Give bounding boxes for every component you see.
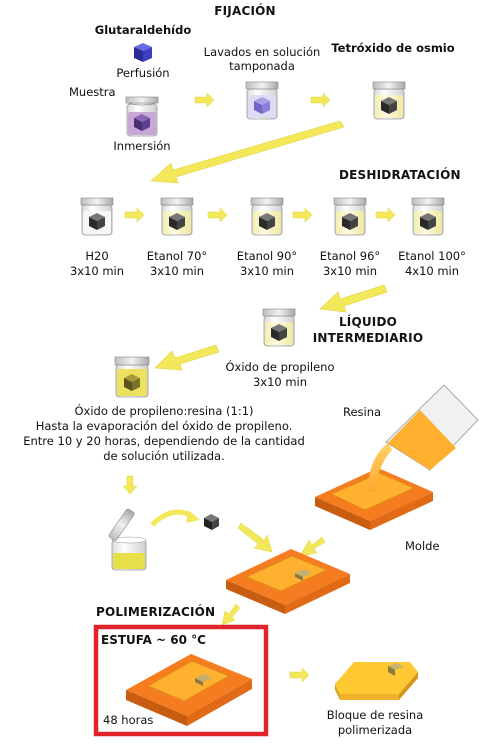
dehydration-step-label: Etanol 90° <box>236 249 298 263</box>
arrow-to-block <box>289 667 310 683</box>
dehydration-step-label: H20 <box>85 249 109 263</box>
jar-etanol-90-icon <box>250 197 284 236</box>
jar-etanol-96-icon <box>333 197 367 236</box>
result-line1: Bloque de resina <box>326 708 424 722</box>
label-lavados-line1: Lavados en solución <box>203 45 321 59</box>
arrow-to-oven <box>221 603 241 626</box>
propylene-oxide-jar-icon <box>262 308 296 347</box>
section-title-polimerizacion: POLIMERIZACIÓN <box>96 605 216 619</box>
oven-highlight-box <box>93 624 269 737</box>
immersion-jar-icon <box>125 96 159 137</box>
label-lavados-line2: tamponada <box>229 59 295 73</box>
oven-label: ESTUFA ~ 60 °C <box>101 633 206 647</box>
sample-block-icon <box>204 514 219 530</box>
dehydration-step-time: 4x10 min <box>404 264 460 278</box>
result-line2: polimerizada <box>337 723 413 737</box>
glutaraldehyde-cube-icon <box>134 43 152 62</box>
mixture-line2: Hasta la evaporación del óxido de propil… <box>35 419 293 433</box>
dehydration-step-label: Etanol 100° <box>398 249 466 263</box>
curved-arrow-to-sample <box>150 509 194 527</box>
arrow-dehyd-2 <box>207 207 228 223</box>
arrow-to-mixture <box>154 344 220 371</box>
dehydration-step-label: Etanol 70° <box>146 249 208 263</box>
intermediate-label: Óxido de propileno <box>225 360 335 374</box>
jar-etanol-100-icon <box>411 197 445 236</box>
mixture-line4: de solución utilizada. <box>103 449 225 463</box>
arrow-to-intermediate <box>319 284 388 313</box>
label-resina: Resina <box>343 405 382 419</box>
label-inmersion: Inmersión <box>113 139 171 153</box>
open-jar-evaporation-icon <box>108 508 147 571</box>
section-title-fijacion: FIJACIÓN <box>214 4 276 18</box>
curved-arrow-head <box>186 510 200 523</box>
arrow-dehyd-3 <box>292 207 313 223</box>
arrow-to-dehydration <box>150 120 345 184</box>
dehydration-jars <box>80 197 445 236</box>
label-glutaraldehido: Glutaraldehído <box>94 23 192 37</box>
dehydration-step-time: 3x10 min <box>69 264 125 278</box>
label-muestra: Muestra <box>69 85 116 99</box>
mixture-line1: Óxido de propileno:resina (1:1) <box>74 404 254 418</box>
mold-with-resin-lower <box>226 549 350 614</box>
label-molde: Molde <box>405 539 440 553</box>
arrow-to-wash <box>194 92 215 108</box>
osmium-tetroxide-jar-icon <box>372 81 406 120</box>
jar-etanol-70-icon <box>160 197 194 236</box>
label-perfusion: Perfusión <box>116 66 170 80</box>
dehydration-step-time: 3x10 min <box>239 264 295 278</box>
arrow-dehyd-4 <box>375 207 396 223</box>
resin-beaker-pouring-icon <box>368 384 479 492</box>
arrow-to-osmium <box>310 92 331 108</box>
intermediate-time: 3x10 min <box>252 375 308 389</box>
dehydration-step-time: 3x10 min <box>322 264 378 278</box>
resin-mixture-jar-icon <box>114 356 150 398</box>
mixture-line3: Entre 10 y 20 horas, dependiendo de la c… <box>23 434 305 448</box>
label-tetroxido: Tetróxido de osmio <box>331 41 455 55</box>
section-title-liquido: LÍQUIDO <box>338 315 398 329</box>
dehydration-step-time: 3x10 min <box>149 264 205 278</box>
polymerized-resin-block-icon <box>335 662 418 700</box>
arrow-to-second-mold <box>299 536 326 557</box>
arrow-cube-to-mold <box>237 522 273 553</box>
mold-in-oven <box>126 654 252 726</box>
arrow-down-to-open-jar <box>122 475 138 495</box>
jar-h2o-icon <box>80 197 114 236</box>
section-title-intermediario: INTERMEDIARIO <box>312 331 424 345</box>
section-title-deshidratacion: DESHIDRATACIÓN <box>339 168 461 182</box>
dehydration-step-label: Etanol 96° <box>319 249 381 263</box>
arrow-dehyd-1 <box>124 207 145 223</box>
oven-duration: 48 horas <box>103 713 154 727</box>
buffer-wash-jar-icon <box>245 81 279 120</box>
